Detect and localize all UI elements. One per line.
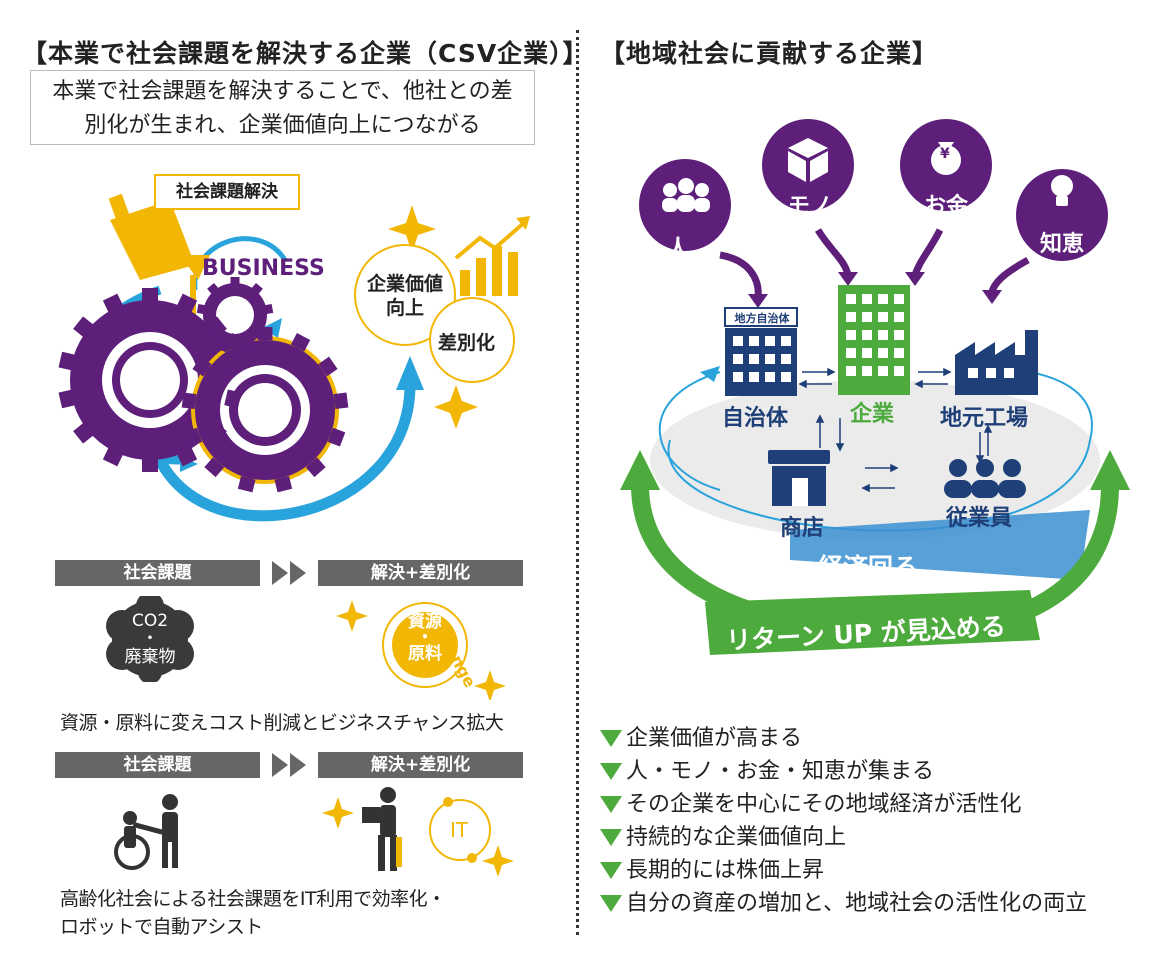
- sparkle-icon: [388, 205, 436, 253]
- list-item: その企業を中心にその地域経済が活性化: [600, 788, 1087, 821]
- co2-cloud: [106, 596, 194, 682]
- blue-arc-big: [155, 384, 416, 522]
- list-item: 自分の資産の増加と、地域社会の活性化の両立: [600, 887, 1087, 920]
- gear-left: [70, 300, 230, 460]
- economy-disk: [650, 380, 1100, 540]
- gov-sign: 地方自治体: [734, 312, 790, 325]
- differentiation-circle: [429, 297, 515, 383]
- yen-symbol: ¥: [940, 146, 950, 162]
- lightbulb-icon: [1051, 175, 1073, 206]
- sparkle-icon: [474, 670, 506, 700]
- row2-caption-1: 高齢化社会による社会課題をIT利用で効率化・: [60, 888, 446, 910]
- node-government: 自治体: [722, 406, 789, 431]
- triangle-bullet-icon: [600, 763, 622, 780]
- co2-label: CO2 ・ 廃棄物: [100, 612, 200, 666]
- triangle-bullet-icon: [600, 796, 622, 813]
- gear-right: [191, 336, 339, 484]
- node-company: 企業: [850, 402, 895, 427]
- sparkle-icon: [482, 845, 514, 877]
- issue-solution-bubble: 社会課題解決: [154, 174, 300, 210]
- growth-chart-icon: [454, 216, 530, 296]
- shop-icon: [768, 450, 830, 506]
- row2-caption-2: ロボットで自動アシスト: [60, 916, 263, 938]
- row2-solution-bar: 解決+差別化: [318, 752, 523, 778]
- value-circle: [354, 244, 456, 346]
- resource-dot: ・: [416, 628, 434, 648]
- row1-caption: 資源・原料に変えコスト削減とビジネスチャンス拡大: [60, 712, 504, 734]
- list-item: 持続的な企業価値向上: [600, 821, 1087, 854]
- economy-band: [790, 510, 1090, 580]
- wheelchair-icon: [114, 794, 178, 870]
- triangle-bullet-icon: [600, 895, 622, 912]
- row1-issue-bar: 社会課題: [55, 560, 260, 586]
- resource-arrows: [719, 228, 1030, 299]
- it-circle: [429, 799, 491, 861]
- co2-line-1: CO2: [131, 611, 169, 631]
- gear-teeth: [58, 277, 349, 493]
- list-item: 長期的には株価上昇: [600, 854, 1087, 887]
- node-factory: 地元工場: [940, 406, 1029, 431]
- resource-graphic: [336, 600, 506, 700]
- flow-arrows: [798, 367, 993, 493]
- triangle-bullet-icon: [600, 829, 622, 846]
- row1-solution-bar: 解決+差別化: [318, 560, 523, 586]
- business-label: BUSINESS: [202, 256, 325, 281]
- resource-label-goods: モノ: [788, 194, 833, 219]
- lead-line-2: 別化が生まれ、企業価値向上につながる: [84, 113, 481, 138]
- sparkle-icon: [434, 385, 478, 429]
- node-employees: 従業員: [946, 506, 1013, 531]
- return-banner: [705, 590, 1040, 655]
- row2-issue-bar: 社会課題: [55, 752, 260, 778]
- gears-illustration: [58, 193, 530, 522]
- co2-dot: ・: [141, 629, 159, 649]
- company-building-icon: [838, 285, 910, 395]
- sparkle-icon: [322, 797, 354, 829]
- differentiation-label: 差別化: [438, 332, 496, 354]
- resource-label: 資源 ・ 原料: [395, 612, 455, 664]
- triangle-bullet-icon: [600, 730, 622, 747]
- sparkle-icon: [336, 600, 368, 632]
- double-arrow-icon: [270, 750, 310, 784]
- value-up-label: 企業価値 向上: [360, 272, 450, 320]
- goods-circle: [762, 119, 854, 211]
- resource-label-knowledge: 知恵: [1040, 232, 1085, 257]
- money-bag-icon: [931, 142, 961, 175]
- right-title: 【地域社会に貢献する企業】: [600, 39, 939, 68]
- it-label: IT: [450, 818, 469, 842]
- regional-economy-diagram: [620, 119, 1130, 655]
- blue-arrowhead-2: [396, 356, 424, 390]
- triangle-bullet-icon: [600, 862, 622, 879]
- knowledge-circle: [1016, 169, 1108, 261]
- list-item: 企業価値が高まる: [600, 722, 1087, 755]
- economy-label: 経済回る: [818, 553, 919, 582]
- worker-icon: [362, 787, 402, 871]
- box-icon: [788, 138, 828, 182]
- value-up-line-2: 向上: [385, 297, 424, 319]
- resource-line-2: 原料: [408, 644, 442, 664]
- list-item: 人・モノ・お金・知恵が集まる: [600, 755, 1087, 788]
- resource-label-people: 人: [666, 235, 690, 263]
- benefit-list: 企業価値が高まる 人・モノ・お金・知恵が集まる その企業を中心にその地域経済が活…: [600, 722, 1087, 920]
- robot-assist-graphic: [322, 787, 514, 877]
- resource-line-1: 資源: [408, 612, 442, 632]
- value-up-line-1: 企業価値: [366, 273, 443, 295]
- left-lead-box: 本業で社会課題を解決することで、他社との差 別化が生まれ、企業価値向上につながる: [30, 70, 535, 145]
- double-arrow-icon: [270, 558, 310, 592]
- people-icon: [662, 178, 710, 212]
- watering-can: [108, 193, 210, 320]
- resource-label-money: お金: [924, 194, 969, 219]
- co2-line-2: 廃棄物: [124, 647, 176, 667]
- column-divider: [576, 30, 579, 935]
- government-building-icon: [724, 307, 798, 396]
- left-title: 【本業で社会課題を解決する企業（CSV企業）】: [22, 39, 589, 68]
- employees-icon: [944, 459, 1026, 498]
- node-shop: 商店: [780, 516, 825, 541]
- factory-icon: [955, 330, 1038, 395]
- lead-line-1: 本業で社会課題を解決することで、他社との差: [52, 79, 513, 104]
